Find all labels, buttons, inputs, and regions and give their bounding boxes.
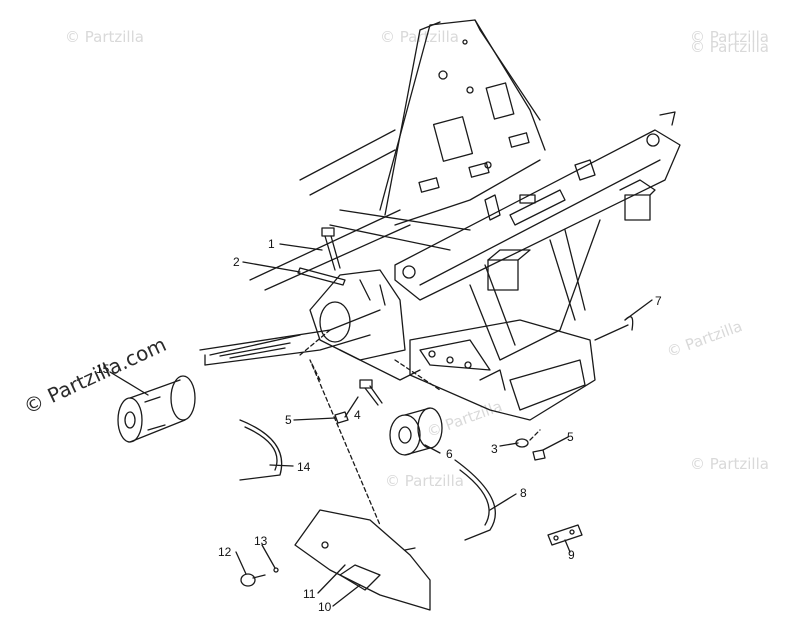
upper-cross-member xyxy=(394,111,681,301)
leader-lines xyxy=(109,243,653,607)
nut-5b xyxy=(532,449,546,461)
callout-11: 11 xyxy=(303,587,316,601)
bearing-6 xyxy=(389,407,443,456)
callout-3: 3 xyxy=(491,442,498,456)
callout-5b: 5 xyxy=(567,430,574,444)
callout-9: 9 xyxy=(568,548,575,562)
clip-9 xyxy=(547,524,583,546)
main-frame-plate xyxy=(379,19,546,226)
lower-bracket xyxy=(409,319,596,421)
drive-sprocket-15 xyxy=(117,375,196,443)
callout-13: 13 xyxy=(254,534,268,548)
lower-strut xyxy=(469,219,601,361)
bolt-1 xyxy=(321,227,341,271)
chain-guard-10 xyxy=(294,509,431,611)
bolt-4 xyxy=(359,379,383,406)
callout-5a: 5 xyxy=(285,413,292,427)
watermark: © Partzilla xyxy=(385,472,464,490)
callout-4: 4 xyxy=(354,408,361,422)
watermark: © Partzilla xyxy=(65,28,144,46)
fastener-12 xyxy=(240,573,266,587)
callout-14: 14 xyxy=(297,460,311,474)
callout-2: 2 xyxy=(233,255,240,269)
watermark: © Partzilla xyxy=(380,28,459,46)
watermark: © Partzilla xyxy=(690,455,769,473)
callout-10: 10 xyxy=(318,600,332,614)
assembly-lines xyxy=(299,329,541,526)
callout-12: 12 xyxy=(218,545,232,559)
callout-8: 8 xyxy=(520,486,527,500)
callout-1: 1 xyxy=(268,237,275,251)
chain-8 xyxy=(454,459,496,541)
drive-housing xyxy=(309,269,421,381)
callout-15: 15 xyxy=(96,362,110,376)
watermark: © Partzilla xyxy=(690,38,769,56)
nut-5a xyxy=(334,411,349,424)
washer-13 xyxy=(273,567,279,573)
chain-14 xyxy=(239,419,283,481)
watermark: © Partzilla xyxy=(690,28,769,46)
callout-6: 6 xyxy=(446,447,453,461)
callout-7: 7 xyxy=(655,294,662,308)
